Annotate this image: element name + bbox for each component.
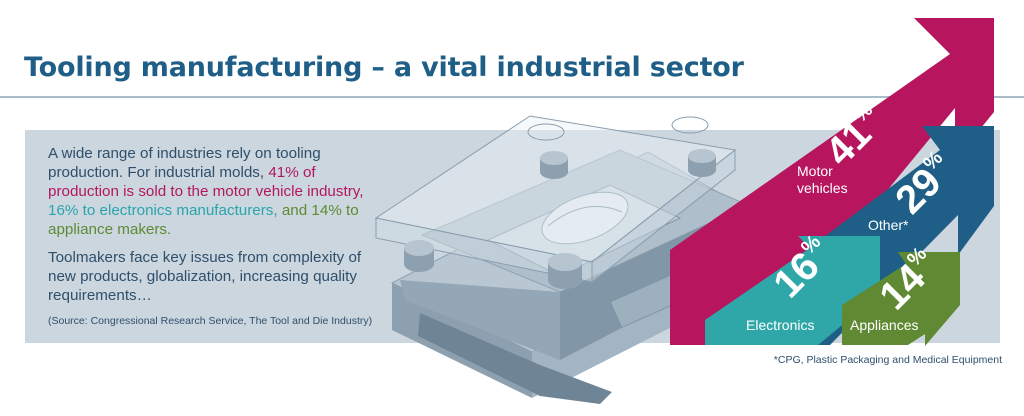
mold-hole [671,116,709,134]
appliance-share-text: 14% to appliance makers. [48,202,359,238]
page-title: Tooling manufacturing – a vital industri… [24,52,744,83]
arrow-electronics [705,236,880,345]
mold-core-front [400,280,560,360]
electronics-share-text: 16% to electronics manufacturers, [48,202,278,219]
footnote: *CPG, Plastic Packaging and Medical Equi… [773,354,1002,366]
label-other: Other* [868,217,909,233]
label-motor-vehicles-line2: vehicles [797,180,848,196]
intro-text: A wide range of industries rely on tooli… [48,145,321,181]
intro-text-block: A wide range of industries rely on tooli… [48,144,378,328]
label-motor-vehicles-line1: Motor [797,163,833,179]
and-text: and [281,202,308,219]
mold-top-plate-side [591,148,736,284]
mold-pillar [540,151,568,179]
mold-pillar [688,149,716,177]
mold-cavity-curve [547,206,623,227]
arrow-motor-vehicles [670,18,994,345]
mold-pillar [548,253,582,289]
mold-cavity-part [541,191,629,245]
mold-hole [527,123,565,141]
intro-paragraph: A wide range of industries rely on tooli… [48,144,378,239]
motor-vehicle-share-text: 41% of production is sold to the motor v… [48,164,364,200]
mold-pillar [404,240,434,272]
label-electronics: Electronics [746,317,814,333]
issues-paragraph: Toolmakers face key issues from complexi… [48,249,362,304]
mold-foot [418,313,612,404]
title-divider [0,96,1024,98]
source-citation: (Source: Congressional Research Service,… [48,315,373,327]
label-appliances: Appliances [850,317,919,333]
arrow-appliances [842,252,960,346]
